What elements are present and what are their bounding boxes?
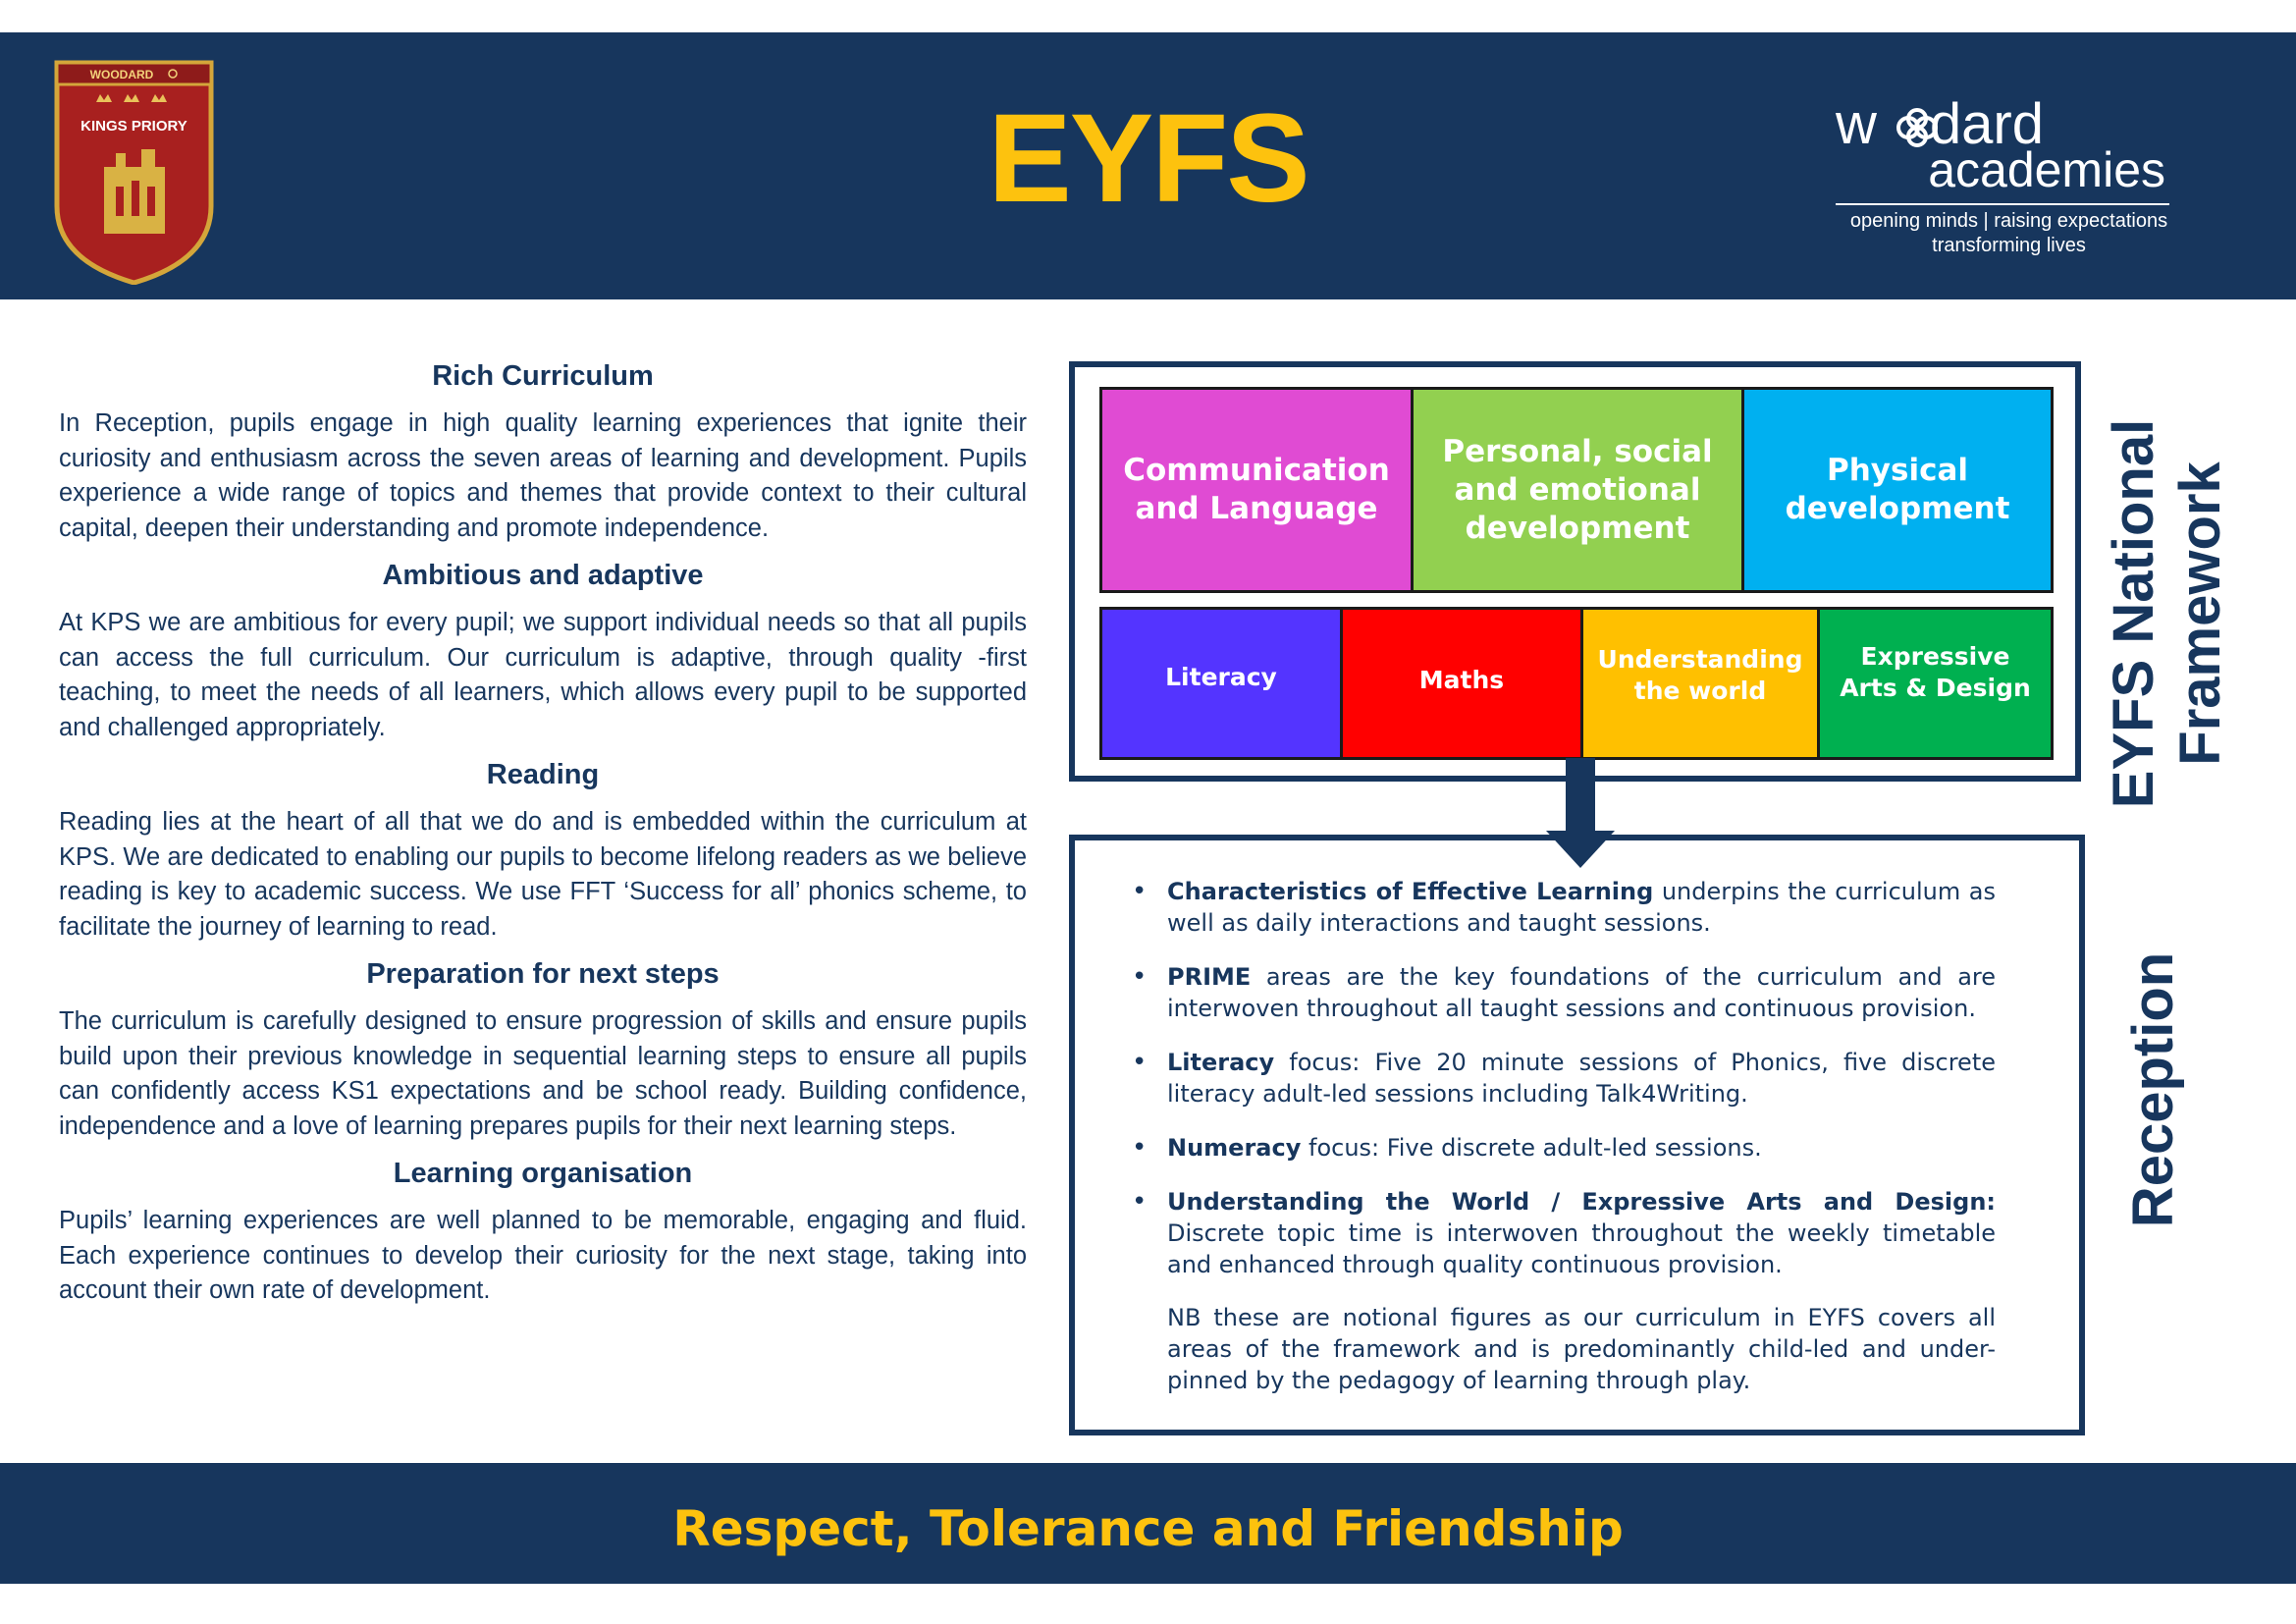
list-item: •Numeracy focus: Five discrete adult-led… xyxy=(1132,1133,1762,1163)
section-heading: Learning organisation xyxy=(393,1158,693,1189)
curriculum-text-column: Rich Curriculum In Reception, pupils eng… xyxy=(59,358,1027,1321)
reception-bullet-list: •Characteristics of Effective Learning u… xyxy=(1132,876,1996,1303)
section-heading: Ambitious and adaptive xyxy=(382,560,704,591)
list-item: •PRIME areas are the key foundations of … xyxy=(1132,962,1996,1022)
section-body: At KPS we are ambitious for every pupil;… xyxy=(59,609,1027,741)
footer-motto: Respect, Tolerance and Friendship xyxy=(672,1500,1624,1557)
section-heading: Rich Curriculum xyxy=(432,360,654,392)
list-item: •Characteristics of Effective Learning u… xyxy=(1132,877,1996,937)
knot-icon xyxy=(1896,108,1938,147)
framework-box: Communication and Language Personal, soc… xyxy=(1069,361,2081,782)
area-tile-communication: Communication and Language xyxy=(1099,387,1414,593)
list-item: •Literacy focus: Five 20 minute sessions… xyxy=(1132,1048,1996,1108)
section-body: The curriculum is carefully designed to … xyxy=(59,1007,1027,1140)
area-tile-maths: Maths xyxy=(1340,607,1583,760)
area-tile-literacy: Literacy xyxy=(1099,607,1343,760)
area-tile-physical: Physical development xyxy=(1741,387,2054,593)
section-body: Reading lies at the heart of all that we… xyxy=(59,808,1027,941)
area-tile-understanding-world: Understanding the world xyxy=(1580,607,1820,760)
section-heading: Preparation for next steps xyxy=(366,958,720,990)
logo-academies-wordmark: academies xyxy=(1928,142,2165,197)
section-body: Pupils’ learning experiences are well pl… xyxy=(59,1207,1027,1304)
svg-text:KINGS PRIORY: KINGS PRIORY xyxy=(80,118,187,135)
logo-tagline-2: transforming lives xyxy=(1932,235,2086,256)
kings-priory-crest-logo: WOODARD KINGS PRIORY xyxy=(54,60,214,285)
reception-box: •Characteristics of Effective Learning u… xyxy=(1069,835,2085,1435)
framework-side-label: EYFS National Framework xyxy=(2102,418,2232,809)
svg-text:WOODARD: WOODARD xyxy=(90,68,154,81)
section-heading: Reading xyxy=(486,759,600,790)
reception-side-label: Reception xyxy=(2121,951,2185,1228)
logo-divider xyxy=(1836,203,2169,205)
page-title: EYFS xyxy=(988,88,1309,229)
footer-band xyxy=(0,1463,2296,1584)
area-tile-expressive-arts: Expressive Arts & Design xyxy=(1817,607,2054,760)
nb-note: NB these are notional figures as our cur… xyxy=(1167,1304,1996,1394)
list-item: •Understanding the World / Expressive Ar… xyxy=(1132,1187,1996,1278)
logo-tagline: opening minds | raising expectations xyxy=(1849,210,2168,232)
area-tile-personal-social: Personal, social and emotional developme… xyxy=(1411,387,1744,593)
arrow-down-icon xyxy=(1546,758,1615,868)
header-band xyxy=(0,32,2296,299)
section-body: In Reception, pupils engage in high qual… xyxy=(59,409,1027,542)
